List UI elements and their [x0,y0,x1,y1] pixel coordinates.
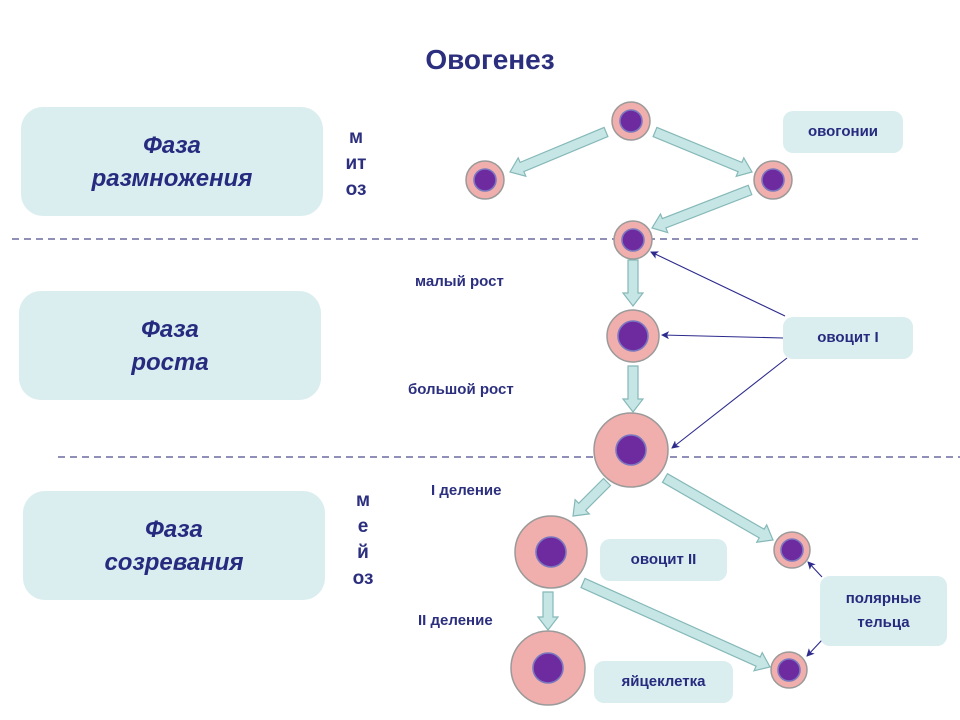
pointer-polar-to-body1 [807,561,823,578]
division-1-label: I деление [431,482,502,499]
phase-label-line2: размножения [91,164,253,192]
phase-box-reproduction: Фаза размножения [21,107,323,216]
small-growth-label: малый рост [415,273,504,290]
arrow-division2-polar [580,577,771,672]
polar-bodies-tag-line1: полярные [845,590,922,607]
cell-oogonium-top [611,101,651,141]
oocyte2-tag-text: овоцит II [630,551,697,568]
nucleus [621,228,645,252]
cell-polar-body-1 [773,531,811,569]
arrow-oogonium-to-oocyte [651,184,753,234]
polar-bodies-tag: полярные тельца [820,576,947,646]
cell-polar-body-2 [770,651,808,689]
meiosis-part: й [357,542,369,563]
oogonia-tag-text: овогонии [807,123,879,140]
nucleus [619,109,643,133]
phase-label-line1: Фаза [143,131,201,159]
nucleus [532,652,564,684]
large-growth-label: большой рост [408,381,514,398]
oogonia-tag: овогонии [783,111,903,153]
egg-tag-text: яйцеклетка [621,673,706,690]
nucleus [535,536,567,568]
cell-egg [510,630,586,706]
arrow-division1-oocyte2 [572,477,612,517]
nucleus [761,168,785,192]
cell-oocyte1-large-growth [593,412,669,488]
mitosis-part: оз [345,179,367,200]
cell-oogonium-left [465,160,505,200]
cell-oocyte2 [514,515,588,589]
egg-tag: яйцеклетка [594,661,733,703]
nucleus [617,320,649,352]
mitosis-part: м [348,127,364,148]
division-2-label: II деление [418,612,493,629]
meiosis-part: м [355,490,371,511]
phase-label-line1: Фаза [145,515,203,543]
pointer-polar-to-body2 [806,639,823,657]
oocyte2-tag: овоцит II [600,539,727,581]
arrow-division2-egg [536,591,560,631]
phase-box-growth: Фаза роста [19,291,321,400]
pointer-oocyte1-to-cell2 [661,331,784,340]
nucleus [615,434,647,466]
phase-box-maturation: Фаза созревания [23,491,325,600]
pointer-oocyte1-to-cell3 [671,357,788,449]
meiosis-vertical-label: м е й оз [343,488,383,592]
nucleus [473,168,497,192]
oocyte1-tag: овоцит I [783,317,913,359]
oocyte1-tag-text: овоцит I [817,329,879,346]
cell-oocyte1-small-growth [606,309,660,363]
pointer-oocyte1-to-cell1 [650,251,786,317]
polar-bodies-tag-line2: тельца [857,614,910,631]
phase-label-line1: Фаза [141,315,199,343]
phase-label-line2: созревания [104,548,244,576]
arrow-small-growth [621,259,645,307]
mitosis-part: ит [345,153,367,174]
meiosis-part: е [357,516,369,537]
cell-oogonium-right [753,160,793,200]
nucleus [780,538,804,562]
page-title: Овогенез [425,44,555,75]
cell-oocyte1-early [613,220,653,260]
meiosis-part: оз [352,568,374,589]
arrow-large-growth [621,365,645,413]
arrow-oogonium-right [652,126,753,178]
arrow-oogonium-left [509,126,609,178]
phase-label-line2: роста [131,348,209,376]
arrow-division1-polar [661,472,774,543]
nucleus [777,658,801,682]
mitosis-vertical-label: м ит оз [336,125,376,203]
